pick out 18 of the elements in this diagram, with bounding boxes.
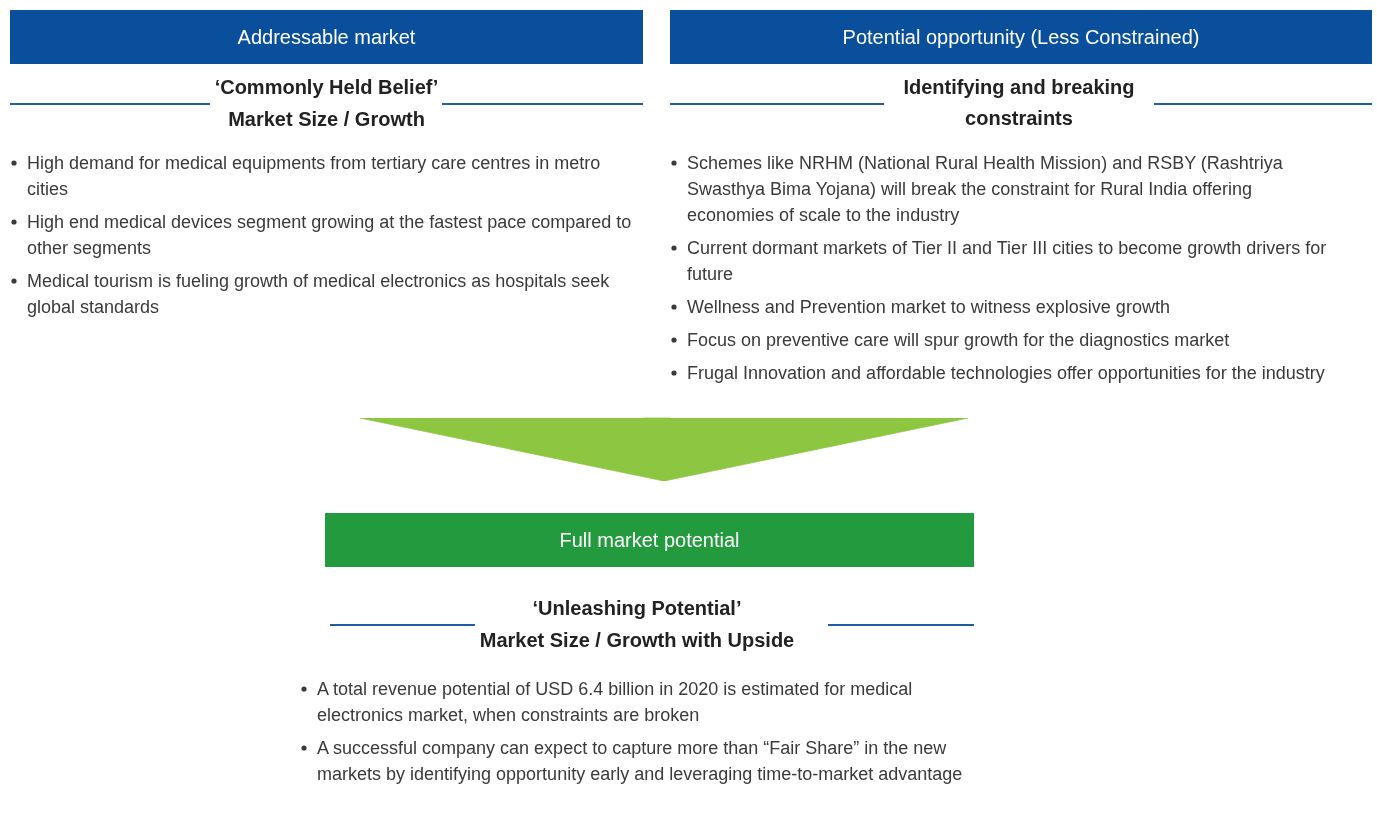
header-bar: Addressable market bbox=[10, 10, 643, 64]
bullet-text: A total revenue potential of USD 6.4 billion in 2020 is estimated for medical electronics market, when constraints are broken bbox=[317, 679, 913, 725]
subheading: Market Size / Growth bbox=[227, 107, 426, 132]
bullet-text: High end medical devices segment growing at the fastest pace compared to other segments bbox=[27, 212, 632, 258]
header-bar: Potential opportunity (Less Constrained) bbox=[670, 10, 1372, 64]
bullet-text: Frugal Innovation and affordable technologies offer opportunities for the industry bbox=[687, 363, 1325, 383]
bullet-text: Wellness and Prevention market to witness explosive growth bbox=[687, 297, 1170, 317]
header-bar: Full market potential bbox=[325, 513, 974, 567]
subheading: ‘Unleashing Potential’ bbox=[531, 596, 743, 621]
subheading: ‘Commonly Held Belief’ bbox=[213, 75, 440, 100]
bullet-text: High demand for medical equipments from tertiary care centres in metro cities bbox=[27, 153, 601, 199]
bullet-text: Focus on preventive care will spur growth for the diagnostics market bbox=[687, 330, 1230, 350]
subheading: Market Size / Growth with Upside bbox=[478, 628, 796, 653]
subheading: Identifying and breaking constraints bbox=[902, 75, 1136, 131]
bullet-text: Medical tourism is fueling growth of medical electronics as hospitals seek global standards bbox=[27, 271, 610, 317]
bullet-text: A successful company can expect to capture more than “Fair Share” in the new markets by identifying opportunity early and leveraging time-to-market advantage bbox=[317, 738, 963, 784]
bullet-text: Current dormant markets of Tier II and Tier III cities to become growth drivers for future bbox=[687, 238, 1327, 284]
bullet-text: Schemes like NRHM (National Rural Health Mission) and RSBY (Rashtriya Swasthya Bima Yojana) will break the constraint for Rural India offering economies of scale to the industry bbox=[687, 153, 1283, 225]
